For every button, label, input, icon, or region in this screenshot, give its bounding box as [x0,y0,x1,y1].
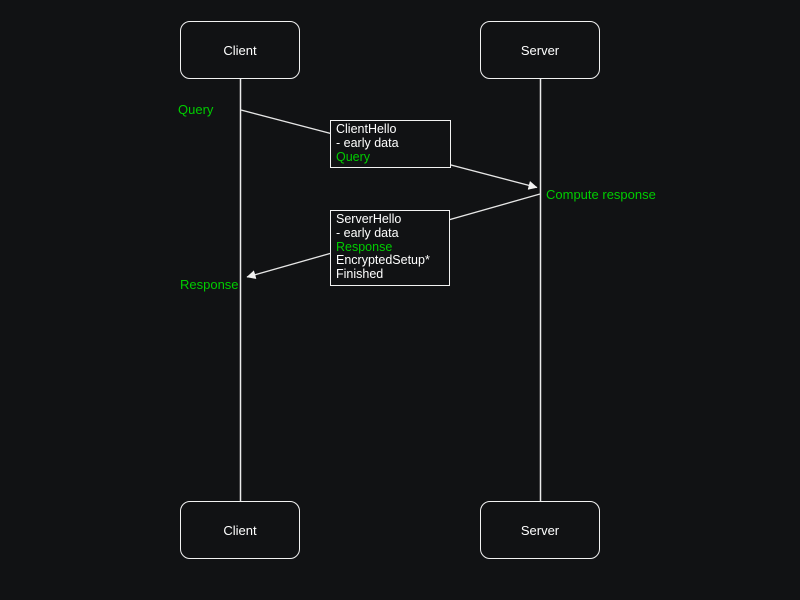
client-hello-line-1: ClientHello [336,122,397,136]
actor-server-bottom: Server [480,501,600,559]
server-hello-line-2: - early data [336,225,399,240]
server-hello-line-3: Response [336,239,393,254]
response-annotation: Response [180,277,239,292]
server-hello-line-5: Finished [336,267,384,282]
client-hello-line-2: - early data [336,135,399,150]
server-hello-line-4: EncryptedSetup* [336,253,430,268]
actor-client-top-label: Client [223,42,257,58]
actor-server-top-label: Server [520,42,560,58]
server-hello-line-1: ServerHello [336,212,402,226]
actor-server-top: Server [480,21,600,79]
compute-response-annotation: Compute response [546,187,656,202]
actor-client-bottom: Client [180,501,300,559]
query-annotation: Query [178,102,214,117]
actor-client-bottom-label: Client [223,522,257,538]
actor-client-top: Client [180,21,300,79]
actor-server-bottom-label: Server [520,522,560,538]
client-hello-message-box: ClientHello - early data Query [330,120,451,169]
server-hello-message-box: ServerHello - early data Response Encryp… [330,210,450,286]
client-hello-line-3: Query [336,149,371,164]
